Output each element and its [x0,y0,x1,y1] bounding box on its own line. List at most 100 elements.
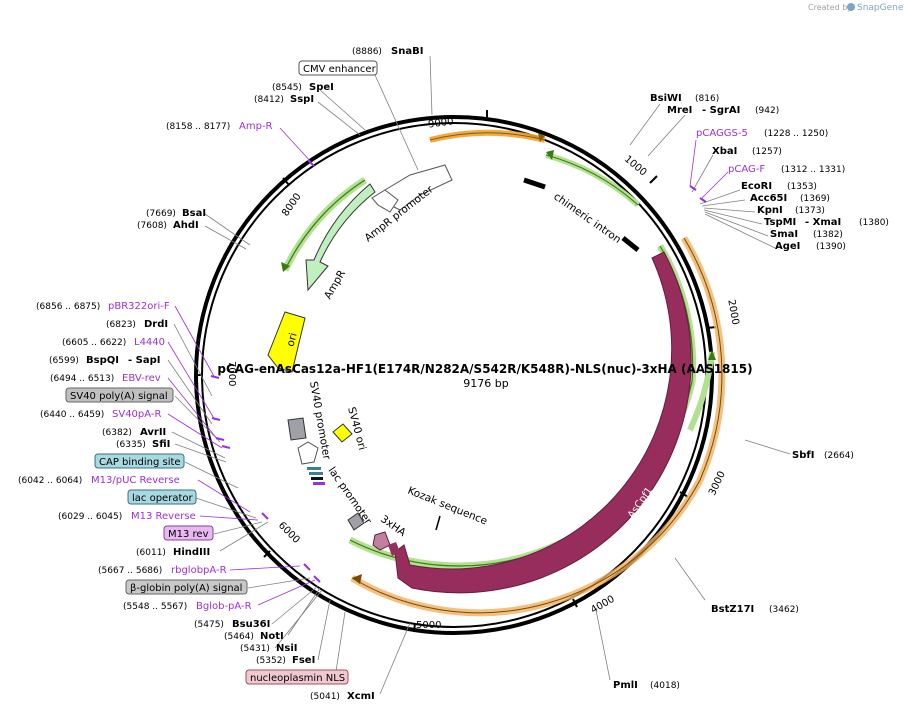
site-bsiwi-pos: (816) [695,94,719,104]
green-arc-right [348,244,697,570]
primer-ampr[interactable]: Amp-R [239,121,273,132]
box-m13-rev-label: M13 rev [168,529,209,540]
plasmid-length: 9176 bp [463,377,508,390]
primer-rbglobpa-r[interactable]: rbglobpA-R [171,565,227,576]
site-bspqi[interactable]: BspQI [86,355,119,366]
site-acc65i[interactable]: Acc65I [750,193,787,204]
box-lac-operator-label: lac operator [132,493,193,504]
credit-brand: SnapGene [857,3,904,13]
site-noti[interactable]: NotI [260,631,284,642]
site-bsu36i[interactable]: Bsu36I [232,619,270,630]
site-acc65i-pos: (1369) [800,194,830,204]
primer-m13-reverse-range: (6029 .. 6045) [58,512,122,522]
3xha-feature[interactable] [372,531,391,551]
primer-l4440-range: (6605 .. 6622) [62,338,126,348]
box-nucleoplasmin-nls-label: nucleoplasmin NLS [250,673,345,684]
site-bsai-pos: (7669) [146,209,176,219]
site-kpni-pos: (1373) [795,206,825,216]
site-xbai[interactable]: XbaI [712,146,737,157]
site-mrei[interactable]: MreI [667,105,692,116]
site-drdi[interactable]: DrdI [144,319,168,330]
site-bstz17i[interactable]: BstZ17I [711,604,754,615]
lac-promoter-block [347,512,365,531]
primer-ampr-range: (8158 .. 8177) [166,122,230,132]
chimeric-intron-start [523,177,546,190]
site-kpni[interactable]: KpnI [757,205,783,216]
primer-pcaggs-5[interactable]: pCAGGS-5 [696,128,748,139]
site-ecori[interactable]: EcoRI [741,181,772,192]
primer-m13-reverse[interactable]: M13 Reverse [131,511,196,522]
site-nsii[interactable]: NsiI [276,643,297,654]
primer-rbglobpa-r-range: (5667 .. 5686) [98,566,162,576]
primer-sv40pa-r[interactable]: SV40pA-R [112,409,161,420]
site-drdi-pos: (6823) [106,320,136,330]
primer-pcag-f[interactable]: pCAG-F [728,164,765,175]
box-sv40-polya[interactable] [65,387,174,403]
site-smai[interactable]: SmaI [770,229,798,240]
site-avrii[interactable]: AvrII [140,427,166,438]
ampr-feature[interactable] [305,183,376,292]
site-mrei-pos: (942) [755,106,779,116]
site-xbai-pos: (1257) [752,147,782,157]
sv40-promoter-block[interactable] [287,417,307,441]
site-snabi[interactable]: SnaBI [391,46,423,57]
box-beta-globin-polya[interactable] [125,579,248,595]
tick-label-4000: 4000 [589,594,617,616]
site-spei[interactable]: SpeI [309,82,334,93]
site-xmai[interactable]: - XmaI [805,217,841,228]
site-bsiwi[interactable]: BsiWI [650,93,682,104]
box-cmv-enhancer[interactable] [298,60,378,76]
sv40-ori-feature[interactable] [332,423,353,443]
credit-created-by: Created by [808,3,852,12]
site-sfii[interactable]: SfiI [152,439,170,450]
site-bstz17i-pos: (3462) [769,605,799,615]
box-lac-operator[interactable] [127,489,197,505]
site-tspmi[interactable]: TspMI [764,217,796,228]
box-cap-binding-site-label: CAP binding site [99,457,181,468]
site-ahdi[interactable]: AhdI [173,220,199,231]
primer-sv40pa-r-range: (6440 .. 6459) [40,410,104,420]
site-pmli[interactable]: PmlI [613,680,638,691]
site-agei[interactable]: AgeI [775,241,800,252]
box-nucleoplasmin-nls[interactable] [245,669,349,685]
site-sbfi-pos: (2664) [824,451,854,461]
site-hindiii[interactable]: HindIII [173,547,210,558]
primer-pcaggs-5-range: (1228 .. 1250) [764,129,828,139]
box-cap-binding-site[interactable] [94,453,185,469]
site-pmli-pos: (4018) [650,681,680,691]
site-sgrai[interactable]: - SgrAI [702,105,740,116]
primer-bglob-pa-r[interactable]: Bglob-pA-R [196,601,252,612]
leader-lines [167,55,791,695]
kozak-label: Kozak sequence [406,485,489,528]
tick-label-9000: 9000 [428,116,455,130]
ascpf1-feature[interactable] [394,251,692,594]
site-fsei[interactable]: FseI [292,655,315,666]
site-bsai[interactable]: BsaI [182,208,206,219]
tick-label-2000: 2000 [725,299,740,326]
site-sfii-pos: (6335) [116,440,146,450]
site-sspi[interactable]: SspI [290,94,314,105]
kozak-marker [435,515,441,531]
tick-label-5000: 5000 [416,620,441,631]
primer-pbr322ori-f[interactable]: pBR322ori-F [108,301,170,312]
sv40-ori-label: SV40 ori [345,406,368,452]
site-xcmi[interactable]: XcmI [347,691,375,702]
site-xcmi-pos: (5041) [310,692,340,702]
primer-bglob-pa-r-range: (5548 .. 5567) [123,602,187,612]
site-smai-pos: (1382) [813,230,843,240]
primer-m13puc-rev[interactable]: M13/pUC Reverse [91,475,180,486]
site-snabi-pos: (8886) [352,47,382,57]
lac-region-blocks [307,467,325,485]
snapgene-logo-icon [847,3,855,11]
ori-feature[interactable] [267,311,306,373]
primer-ebv-rev-range: (6494 .. 6513) [50,374,114,384]
site-hindiii-pos: (6011) [136,548,166,558]
primer-marks [210,159,707,583]
site-sapi[interactable]: - SapI [128,355,160,366]
site-sbfi[interactable]: SbfI [792,450,814,461]
primer-ebv-rev[interactable]: EBV-rev [122,373,161,384]
tick-label-7000: 7000 [226,361,237,386]
primer-l4440[interactable]: L4440 [134,337,165,348]
box-m13-rev[interactable] [163,525,214,541]
ampr-label: AmpR [322,268,348,301]
